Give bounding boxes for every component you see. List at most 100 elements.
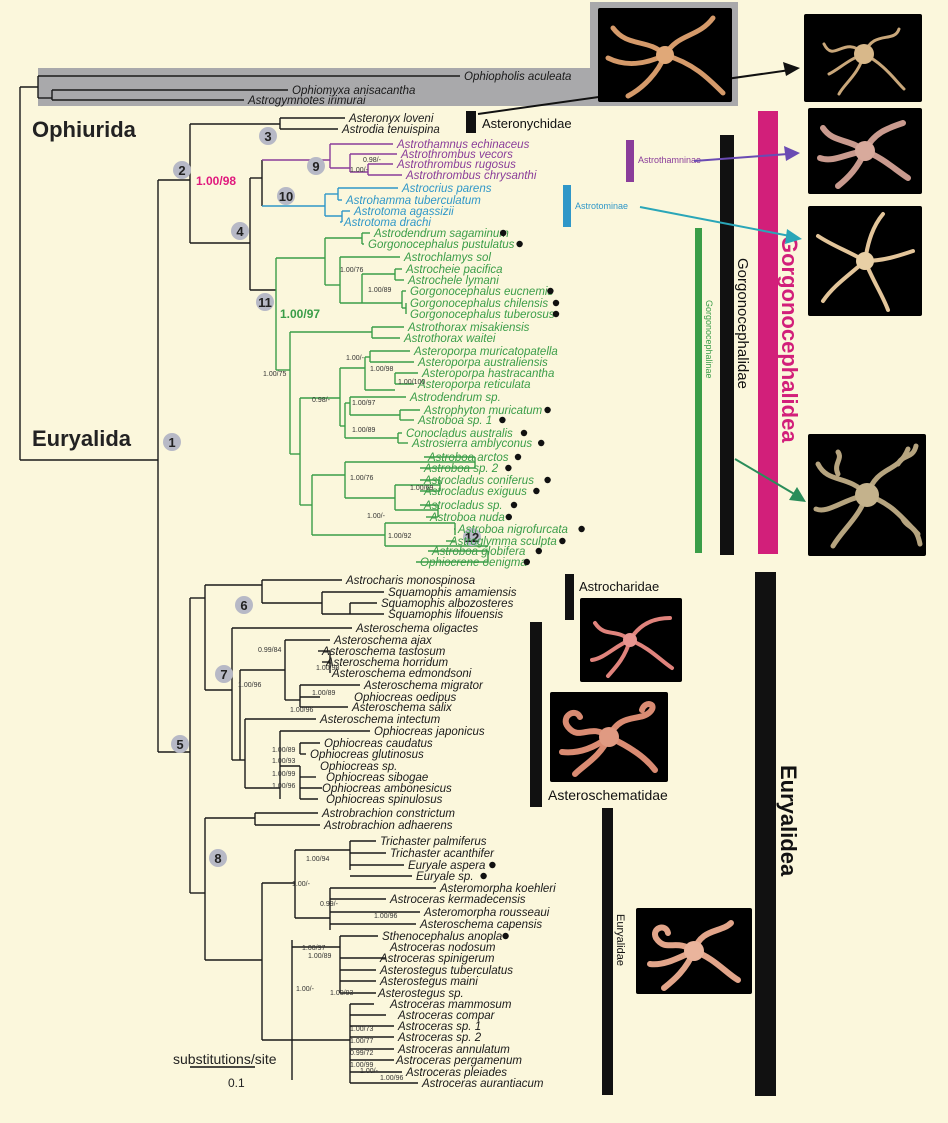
support-value: 1.00/99 (350, 1062, 373, 1069)
taxon-label: Ophiocreas ambonesicus (322, 783, 452, 795)
taxon-label: Ophiocrene oenigma (420, 557, 527, 569)
taxon-label: Astroceras sp. 2 (397, 1032, 482, 1044)
node-badge-circle (259, 127, 277, 145)
support-value: 1.00/92 (388, 533, 411, 540)
support-value: 0.99/- (320, 901, 339, 908)
taxon-label: Astrochele lymani (407, 275, 499, 287)
gorgonocephalidea-bar (758, 111, 778, 554)
arrow-gorgonocephalinae (734, 458, 797, 496)
node-badge-10: 10 (277, 187, 295, 205)
photo-asteronychidae (804, 14, 922, 102)
taxon-label: Astroboa nigrofurcata (457, 524, 568, 536)
support-value: 1.00/89 (368, 287, 391, 294)
sequence-dot (510, 501, 518, 509)
taxon-label: Asteroschema oligactes (355, 623, 478, 635)
taxon-label: Astrogymnotes irimurai (247, 95, 366, 107)
astrocharidae-bar (565, 574, 574, 620)
support-node-2: 1.00/98 (196, 174, 236, 188)
brittle-star-image (816, 212, 915, 312)
node-badge-7: 7 (215, 665, 233, 683)
support-value: 1.00/77 (350, 1038, 373, 1045)
support-value: 0.98/- (312, 397, 331, 404)
support-value: 1.00/76 (350, 475, 373, 482)
basket-star-image (813, 443, 923, 549)
support-value: 1.00/75 (263, 371, 286, 378)
euryalidae-bar (602, 808, 613, 1095)
taxon-label: Ophiocreas japonicus (374, 726, 485, 738)
node-badge-number: 8 (214, 851, 221, 866)
ophiurida-label: Ophiurida (32, 117, 137, 142)
asteroschematidae-bar (530, 622, 542, 807)
taxon-label: Astroboa sp. 1 (417, 415, 492, 427)
gorgonocephalidea-label: Gorgonocephalidea (777, 236, 802, 443)
taxon-label: Astroceras nodosum (389, 942, 496, 954)
taxon-label: Ophiocreas spinulosus (326, 794, 443, 806)
node-badge-4: 4 (231, 222, 249, 240)
photo-astrothamninae (808, 108, 922, 194)
taxon-label: Astroceras annulatum (397, 1044, 510, 1056)
taxon-label: Asterostegus tuberculatus (379, 965, 513, 977)
taxon-label: Asteroschema edmondsoni (331, 668, 472, 680)
photo-euryalidae (636, 908, 752, 994)
support-value: 1.00/73 (350, 1026, 373, 1033)
sequence-dot (523, 558, 530, 566)
tree-branches (19, 75, 489, 1084)
taxon-label: Astrodia tenuispina (341, 124, 440, 136)
taxon-label: Asteroporpa australiensis (417, 357, 548, 369)
sequence-dot (514, 453, 522, 461)
node-badge-circle (231, 222, 249, 240)
support-node-11: 1.00/97 (280, 307, 320, 321)
taxon-label: Astroceras pergamenum (395, 1055, 522, 1067)
taxon-label: Astrothrombus rugosus (396, 159, 516, 171)
taxon-label: Ophiocreas sibogae (326, 772, 428, 784)
taxon-label: Astrocheie pacifica (405, 264, 503, 276)
node-badge-number: 9 (312, 159, 319, 174)
sequence-dot (502, 932, 509, 940)
taxon-label: Astroglymma sculpta (449, 536, 557, 548)
support-value: 1.00/93 (272, 758, 295, 765)
photo-astrotominae (808, 206, 922, 316)
taxon-label: Astrocharis monospinosa (345, 575, 475, 587)
taxon-label: Astrocrius parens (401, 183, 492, 195)
node-badge-number: 7 (220, 667, 227, 682)
arrow-ophiopholis-head (783, 62, 800, 76)
photo-astrocharidae (580, 598, 682, 682)
node-badge-number: 1 (168, 435, 175, 450)
taxon-label: Asteroschema capensis (419, 919, 542, 931)
sequence-dot (552, 310, 560, 318)
brittle-star-image (559, 701, 658, 777)
scale-label: substitutions/site (173, 1051, 277, 1067)
brittle-star-image (605, 15, 726, 99)
taxon-label: Asteroschema ajax (333, 635, 433, 647)
taxon-label: Squamophis amamiensis (388, 587, 517, 599)
support-value: 1.00/- (296, 986, 315, 993)
node-badge-circle (277, 187, 295, 205)
node-badge-11: 11 (256, 293, 274, 311)
support-value: 1.00/96 (272, 783, 295, 790)
brittle-star-image (590, 616, 674, 678)
node-badge-number: 12 (465, 530, 479, 545)
taxon-label: Astroboa globifera (431, 546, 525, 558)
support-value: 0.98/- (363, 157, 382, 164)
sequence-dot (552, 299, 560, 307)
gorgonocephalinae-label: Gorgonocephalinae (704, 300, 714, 379)
taxon-label: Astroceras spinigerum (379, 953, 495, 965)
taxon-label: Astrobrachion adhaerens (323, 820, 453, 832)
sequence-dot (500, 229, 507, 237)
taxon-label: Ophiomyxa anisacantha (292, 85, 415, 97)
taxon-label: Astrotoma agassizii (353, 206, 454, 218)
support-value: 1.00/96 (374, 913, 397, 920)
support-value: 1.00/94 (306, 856, 329, 863)
sequence-dot (520, 429, 528, 437)
brittle-star-image (817, 120, 911, 189)
support-value: 1.00/89 (308, 953, 331, 960)
gorgonocephalidae-label: Gorgonocephalidae (734, 258, 751, 389)
taxon-label: Asteromorpha koehleri (439, 883, 556, 895)
support-value: 1.00/100 (398, 379, 425, 386)
support-value: 1.00/89 (352, 427, 375, 434)
taxon-dots (480, 229, 585, 940)
node-badge-circle (235, 596, 253, 614)
